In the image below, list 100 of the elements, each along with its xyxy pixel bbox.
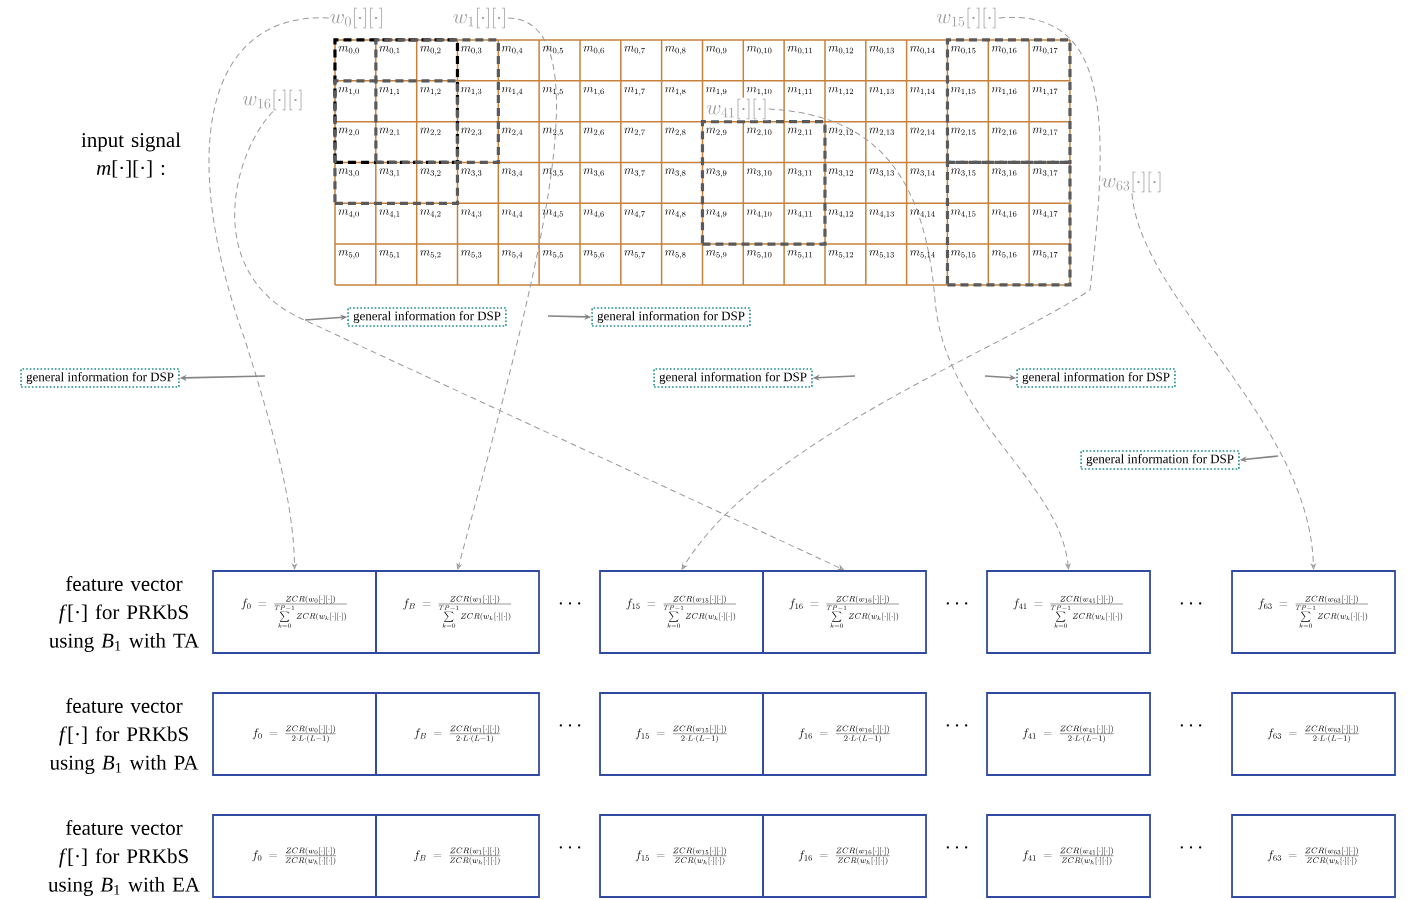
cell-label: $m_{5,7}$ [624,250,645,259]
cell-label: $m_{0,12}$ [828,46,854,55]
cell-label: $m_{4,10}$ [746,209,772,218]
formula-box: $f_{63}\ =\ \frac{ZCR(w_{63}[\cdot][\cdot])}{\sum\limits_{k=0}^{TP-1} ZCR(w_{k}[\cdot][\cdot])}$ [1231,570,1396,654]
ellipsis: $\cdots$ [946,846,968,849]
info-box: general information for DSP [347,307,507,327]
cell-label: $m_{3,16}$ [991,168,1017,178]
formula-box: $f_{15}\ =\ \frac{ZCR(w_{15}[\cdot][\cdot])}{ZCR(w_{h}[\cdot][\cdot])}$ [599,814,764,898]
cell-label: $m_{5,13}$ [869,250,894,259]
cell-label: $m_{3,7}$ [624,168,645,178]
cell-label: $m_{0,16}$ [991,46,1017,55]
cell-label: $m_{5,16}$ [991,250,1017,259]
cell-label: $m_{0,10}$ [746,46,772,55]
cell-label: $m_{3,17}$ [1032,168,1058,178]
row-label: feature vector f[·] for PRKbS using B$_{1}$ with PA [49,698,199,775]
cell-label: $m_{5,17}$ [1032,250,1058,259]
cell-label: $m_{4,16}$ [991,209,1017,218]
dashed-arrow [208,17,330,570]
cell-label: $m_{2,1}$ [379,127,400,137]
cell-label: $m_{1,6}$ [583,86,604,96]
cell-label: $m_{1,0}$ [338,86,359,96]
formula-box: $f_{63}\ =\ \frac{ZCR(w_{63}[\cdot][\cdot])}{2\cdot L\cdot (L-1)}$ [1231,692,1396,776]
window-label: $w_{16}[\cdot][\cdot]$ [243,89,302,111]
formula-box: $f_{16}\ =\ \frac{ZCR(w_{16}[\cdot][\cdot])}{2\cdot L\cdot (L-1)}$ [762,692,927,776]
cell-label: $m_{0,15}$ [950,46,976,55]
cell-label: $m_{2,8}$ [665,127,686,137]
formula-box: $f_{41}\ =\ \frac{ZCR(w_{41}[\cdot][\cdot])}{\sum\limits_{k=0}^{TP-1} ZCR(w_{k}[\cdot][\cdot])}$ [986,570,1151,654]
cell-label: $m_{4,7}$ [624,209,645,218]
cell-label: $m_{5,4}$ [501,250,523,259]
info-box: general information for DSP [653,368,813,388]
cell-label: $m_{1,14}$ [910,86,935,96]
cell-label: $m_{4,6}$ [583,209,604,218]
cell-label: $m_{2,11}$ [787,127,812,137]
dashed-arrow [1131,193,1316,570]
formula-box: $f_{63}\ =\ \frac{ZCR(w_{63}[\cdot][\cdot])}{ZCR(w_{h}[\cdot][\cdot])}$ [1231,814,1396,898]
cell-label: $m_{5,1}$ [379,250,400,259]
cell-label: $m_{1,13}$ [869,86,894,96]
cell-label: $m_{2,2}$ [420,127,441,137]
cell-label: $m_{3,5}$ [542,168,563,178]
cell-label: $m_{3,4}$ [501,168,523,178]
cell-label: $m_{4,9}$ [706,209,727,218]
formula-box: $f_{B}\ =\ \frac{ZCR(w_{1}[\cdot][\cdot])}{\sum\limits_{k=0}^{TP-1} ZCR(w_{k}[\cdot][\cdot])}$ [375,570,540,654]
cell-label: $m_{3,9}$ [706,168,727,178]
cell-label: $m_{2,14}$ [910,127,935,137]
ellipsis: $\cdots$ [559,846,581,849]
cell-label: $m_{4,3}$ [461,209,482,218]
cell-label: $m_{3,0}$ [338,168,359,178]
cell-label: $m_{3,13}$ [869,168,894,178]
cell-label: $m_{0,9}$ [706,46,727,55]
dashed-arrow [234,111,844,571]
cell-label: $m_{4,15}$ [950,209,976,218]
row-label: feature vector f[·] for PRKbS using B$_{1}$ with TA [49,576,199,652]
cell-label: $m_{5,12}$ [828,250,854,259]
cell-label: $m_{0,13}$ [869,46,894,55]
cell-label: $m_{2,0}$ [338,127,359,137]
window-label: $w_{0}[\cdot][\cdot]$ [330,7,382,29]
cell-label: $m_{4,4}$ [501,209,523,218]
cell-label: $m_{5,2}$ [420,250,441,259]
cell-label: $m_{1,3}$ [461,86,482,96]
formula-box: $f_{16}\ =\ \frac{ZCR(w_{16}[\cdot][\cdot])}{\sum\limits_{k=0}^{TP-1} ZCR(w_{k}[\cdot][\cdot])}$ [762,570,927,654]
cell-label: $m_{1,10}$ [746,86,772,96]
cell-label: $m_{1,5}$ [542,86,563,96]
cell-label: $m_{0,17}$ [1032,46,1058,55]
cell-label: $m_{2,6}$ [583,127,604,137]
cell-label: $m_{4,5}$ [542,209,563,218]
cell-label: $m_{2,7}$ [624,127,645,137]
formula-box: $f_{41}\ =\ \frac{ZCR(w_{41}[\cdot][\cdot])}{2\cdot L\cdot (L-1)}$ [986,692,1151,776]
cell-label: $m_{1,2}$ [420,86,441,96]
cell-label: $m_{3,1}$ [379,168,400,178]
ellipsis: $\cdots$ [559,602,581,605]
cell-label: $m_{0,0}$ [338,46,359,55]
ellipsis: $\cdots$ [559,724,581,727]
ellipsis: $\cdots$ [946,724,968,727]
cell-label: $m_{2,3}$ [461,127,482,137]
ellipsis: $\cdots$ [1180,724,1202,727]
row-label: feature vector f[·] for PRKbS using B$_{1}$ with EA [48,820,200,897]
cell-label: $m_{0,7}$ [624,46,645,55]
cell-label: $m_{4,11}$ [787,209,812,218]
info-box: general information for DSP [591,307,751,327]
info-box: general information for DSP [20,368,180,388]
cell-label: $m_{4,8}$ [665,209,686,218]
cell-label: $m_{5,6}$ [583,250,604,259]
ellipsis: $\cdots$ [946,602,968,605]
cell-label: $m_{3,8}$ [665,168,686,178]
cell-label: $m_{2,10}$ [746,127,772,137]
formula-box: $f_{15}\ =\ \frac{ZCR(w_{15}[\cdot][\cdot])}{\sum\limits_{k=0}^{TP-1} ZCR(w_{k}[\cdot][\cdot])}$ [599,570,764,654]
cell-label: $m_{1,16}$ [991,86,1017,96]
formula-box: $f_{B}\ =\ \frac{ZCR(w_{1}[\cdot][\cdot])}{ZCR(w_{h}[\cdot][\cdot])}$ [375,814,540,898]
cell-label: $m_{5,8}$ [665,250,686,259]
cell-label: $m_{0,1}$ [379,46,400,55]
cell-label: $m_{2,15}$ [950,127,976,137]
cell-label: $m_{0,14}$ [910,46,935,55]
cell-label: $m_{4,17}$ [1032,209,1058,218]
ellipsis: $\cdots$ [1180,602,1202,605]
cell-label: $m_{5,14}$ [910,250,935,259]
cell-label: $m_{3,14}$ [910,168,935,178]
cell-label: $m_{1,12}$ [828,86,854,96]
cell-label: $m_{0,8}$ [665,46,686,55]
cell-label: $m_{0,2}$ [420,46,441,55]
cell-label: $m_{3,6}$ [583,168,604,178]
